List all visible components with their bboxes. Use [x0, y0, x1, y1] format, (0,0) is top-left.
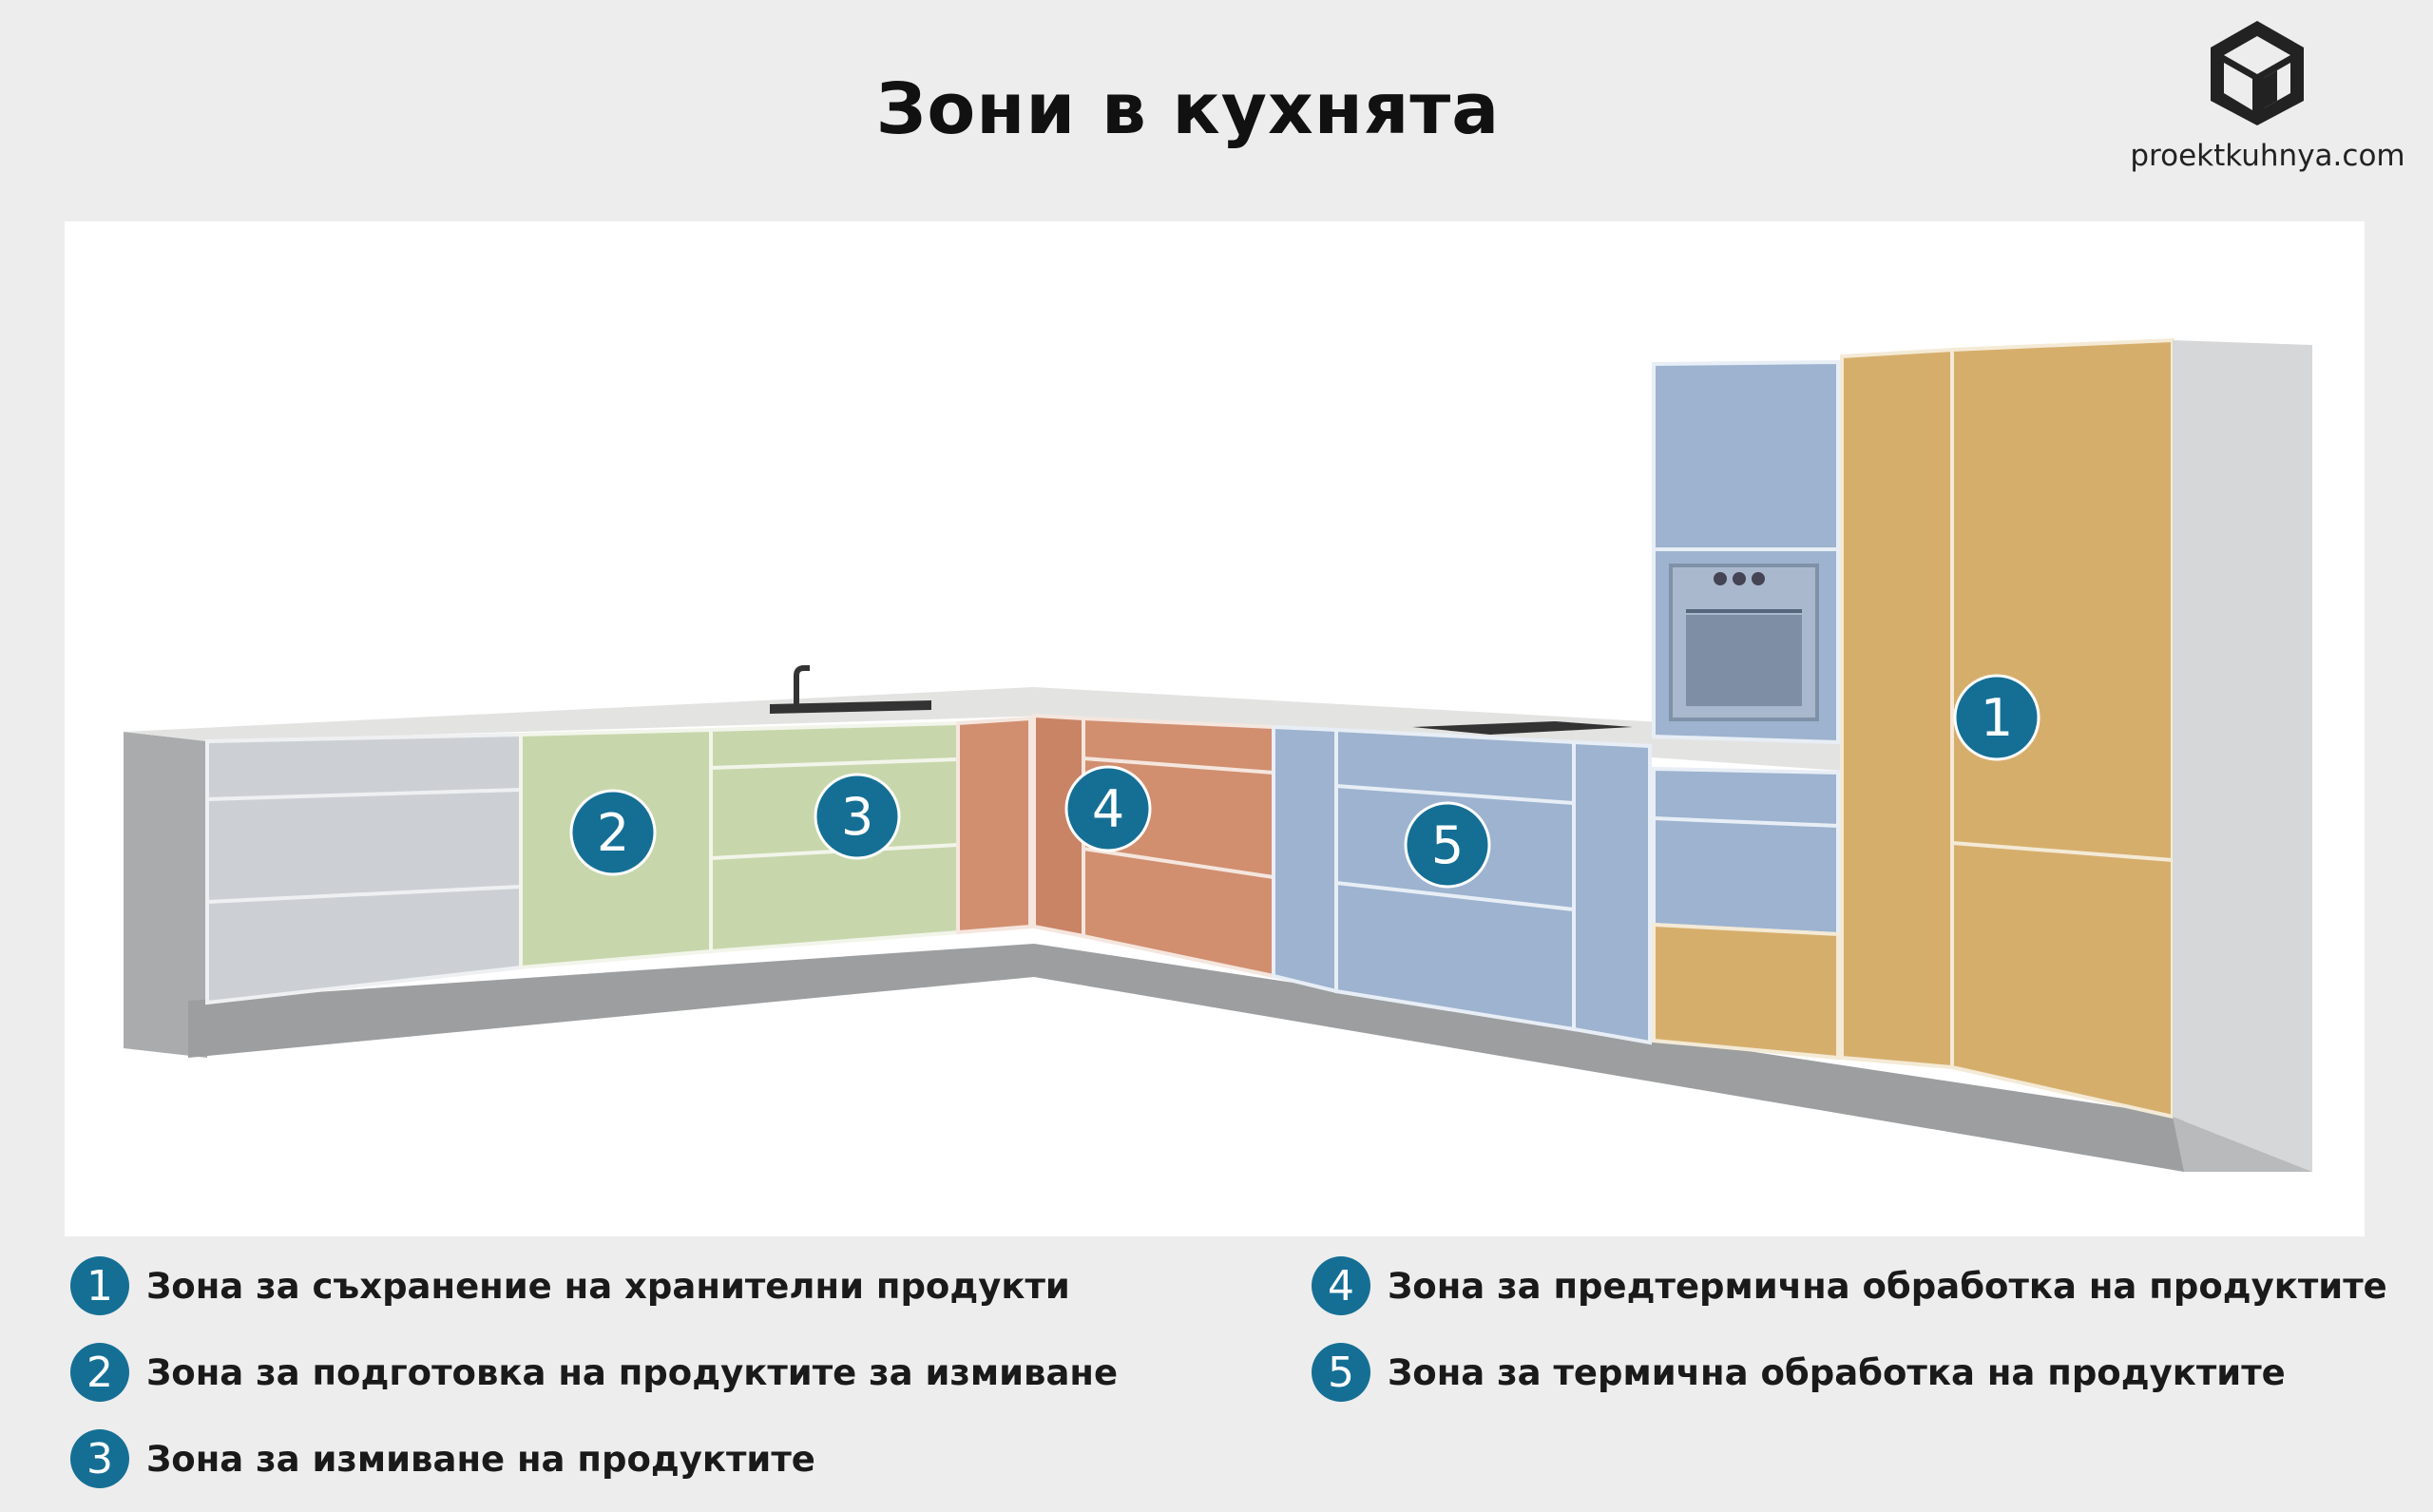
- plinth-left: [188, 944, 1034, 1058]
- cabinet-zone-5-right: [1572, 739, 1652, 1045]
- faucet: [794, 665, 810, 704]
- right-end-panel: [2173, 340, 2312, 1172]
- legend-label: Зона за съхранение на хранителни продукт…: [146, 1265, 1070, 1307]
- legend-item-1: 1 Зона за съхранение на хранителни проду…: [70, 1253, 1070, 1319]
- zone-badge-number: 1: [1981, 688, 2013, 748]
- zone-badge-2: 2: [569, 789, 657, 876]
- page-title: Зони в кухнята: [875, 68, 1501, 150]
- cube-house-icon: [2211, 21, 2304, 125]
- logo: proektkuhnya.com: [2116, 17, 2420, 179]
- cabinet-zone-1-drawer: [1652, 922, 1840, 1061]
- cabinet-zone-4-corner: [956, 716, 1032, 935]
- zone-badge-3: 3: [814, 773, 901, 860]
- legend-label: Зона за термична обработка на продуктите: [1388, 1351, 2286, 1393]
- oven-knob: [1733, 572, 1746, 585]
- legend-item-4: 4 Зона за предтермична обработка на прод…: [1312, 1253, 2387, 1319]
- cabinet-zone-5-drawers: [1652, 766, 1840, 937]
- zone-badge-5: 5: [1404, 801, 1491, 889]
- legend-label: Зона за измиване на продуктите: [146, 1438, 815, 1480]
- zone-badge-number: 3: [841, 787, 873, 847]
- cabinet-zone-5-side: [1272, 724, 1338, 994]
- zone-badge-4: 4: [1064, 765, 1152, 852]
- kitchen-diagram: 1 2 3 4 5: [65, 221, 2365, 1236]
- right-end-plinth: [2173, 1117, 2312, 1172]
- cabinet-neutral: [205, 732, 523, 1005]
- legend-item-2: 2 Зона за подготовка на продуктите за из…: [70, 1339, 1118, 1406]
- zone-badge-1: 1: [1953, 674, 2040, 761]
- legend-number: 1: [70, 1256, 129, 1315]
- zone-badge-number: 5: [1431, 815, 1464, 875]
- cooktop: [1412, 721, 1633, 735]
- legend-label: Зона за предтермична обработка на продук…: [1388, 1265, 2387, 1307]
- legend-number: 5: [1312, 1343, 1370, 1402]
- left-end-panel: [124, 732, 207, 1058]
- zone-legend: 1 Зона за съхранение на хранителни проду…: [0, 1235, 2433, 1512]
- oven-window: [1686, 615, 1802, 706]
- logo-text: proektkuhnya.com: [2130, 139, 2405, 173]
- legend-number: 2: [70, 1343, 129, 1402]
- countertop-left: [124, 687, 1053, 741]
- legend-item-5: 5 Зона за термична обработка на продукти…: [1312, 1339, 2286, 1406]
- legend-label: Зона за подготовка на продуктите за изми…: [146, 1351, 1119, 1393]
- legend-item-3: 3 Зона за измиване на продуктите: [70, 1426, 815, 1492]
- plinth-right: [1034, 944, 2184, 1172]
- sink: [770, 700, 931, 714]
- oven-knob: [1752, 572, 1765, 585]
- tall-cabinet-zone-1-left: [1840, 347, 1954, 1070]
- legend-number: 3: [70, 1429, 129, 1488]
- zone-badge-number: 2: [597, 803, 629, 863]
- zone-badge-number: 4: [1092, 779, 1124, 839]
- oven-knob: [1714, 572, 1727, 585]
- legend-number: 4: [1312, 1256, 1370, 1315]
- oven-column-upper: [1652, 359, 1840, 551]
